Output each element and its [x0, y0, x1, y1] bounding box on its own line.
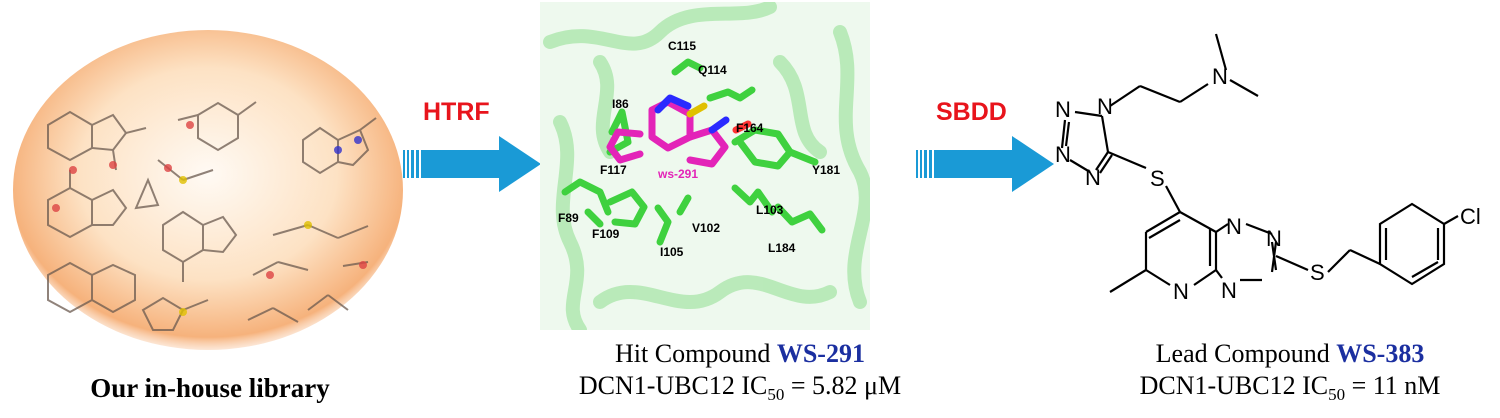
protein-ribbon [543, 0, 873, 337]
arrow-right-icon [916, 136, 1054, 192]
method-label-sbdd: SBDD [936, 98, 1007, 126]
residue-stick [686, 102, 708, 118]
atom-n1: N [1097, 94, 1113, 119]
residue-label-c115: C115 [668, 39, 696, 53]
residue-label-f89: F89 [558, 211, 579, 225]
residue-label-v102: V102 [692, 221, 720, 235]
residue-stick [708, 116, 730, 134]
residue-label-f164: F164 [736, 121, 764, 135]
lead-assay-line: DCN1-UBC12 IC50 = 11 nM [1080, 370, 1500, 411]
ligand-label: ws-291 [657, 167, 698, 181]
library-caption: Our in-house library [90, 373, 330, 403]
atom-n2: N [1055, 97, 1071, 122]
hit-ic50-value: = 5.82 μM [784, 371, 902, 400]
residue-stick [732, 120, 752, 134]
ligand-stick [606, 128, 644, 164]
residue-label-i86: I86 [612, 97, 629, 111]
atom-n5: N [1173, 279, 1189, 304]
hit-assay-label: DCN1-UBC12 IC [578, 371, 768, 400]
lead-ic50-value: = 11 nM [1345, 371, 1441, 400]
residue-stick [731, 184, 776, 216]
lead-ic50-subscript: 50 [1328, 385, 1346, 405]
residue-label-l103: L103 [756, 203, 784, 217]
hit-title-line: Hit Compound WS-291 [520, 338, 960, 370]
residue-stick [561, 178, 612, 216]
lead-title-prefix: Lead Compound [1155, 339, 1337, 368]
residue-stick [671, 58, 704, 76]
in-house-library-illustration [8, 30, 408, 350]
atom-n4: N [1085, 165, 1101, 190]
residue-label-l184: L184 [768, 241, 796, 255]
library-heteroatoms [52, 121, 367, 316]
lead-title-line: Lead Compound WS-383 [1080, 338, 1500, 370]
residue-stick [584, 208, 604, 228]
residue-stick [706, 86, 756, 102]
residue-label-q114: Q114 [698, 63, 727, 77]
ligand-stick [686, 126, 729, 168]
residue-stick [606, 188, 648, 228]
method-label-htrf: HTRF [423, 98, 490, 126]
residue-stick [774, 203, 826, 234]
atom-s1: S [1150, 166, 1165, 191]
library-molecule-sketches [47, 101, 377, 331]
residue-label-i105: I105 [660, 245, 684, 259]
residue-stick [654, 94, 692, 114]
lead-compound-caption: Lead Compound WS-383 DCN1-UBC12 IC50 = 1… [1080, 338, 1500, 411]
atom-s2: S [1310, 260, 1325, 285]
lead-compound-structure: N N N N N S N N N N S Cl [1040, 2, 1500, 330]
residue-stick [676, 194, 692, 216]
lead-assay-label: DCN1-UBC12 IC [1139, 371, 1329, 400]
lead-atom-labels: N N N N N S N N N N S Cl [1055, 64, 1481, 304]
residue-stick [606, 108, 632, 156]
lead-bonds [1060, 33, 1459, 293]
hit-compound-caption: Hit Compound WS-291 DCN1-UBC12 IC50 = 5.… [520, 338, 960, 411]
atom-n-amine: N [1212, 64, 1228, 89]
residue-label-f109: F109 [592, 227, 620, 241]
library-glow [13, 30, 403, 350]
hit-ic50-subscript: 50 [767, 385, 785, 405]
hit-assay-line: DCN1-UBC12 IC50 = 5.82 μM [520, 370, 960, 411]
sbdd-optimization-arrow: SBDD [908, 90, 1058, 210]
hit-title-prefix: Hit Compound [615, 339, 777, 368]
hit-compound-id: WS-291 [776, 339, 865, 368]
residue-stick [786, 148, 819, 166]
atom-n3: N [1055, 142, 1071, 167]
atom-cl: Cl [1460, 204, 1481, 229]
lead-compound-id: WS-383 [1336, 339, 1425, 368]
residue-label-y181: Y181 [812, 163, 840, 177]
arrow-right-icon [403, 136, 541, 192]
atom-n8: N [1221, 278, 1237, 303]
atom-n7: N [1266, 226, 1282, 251]
htrf-screening-arrow: HTRF [395, 90, 545, 210]
residue-stick [654, 204, 672, 246]
residue-label-f117: F117 [600, 163, 627, 177]
atom-n6: N [1226, 214, 1242, 239]
